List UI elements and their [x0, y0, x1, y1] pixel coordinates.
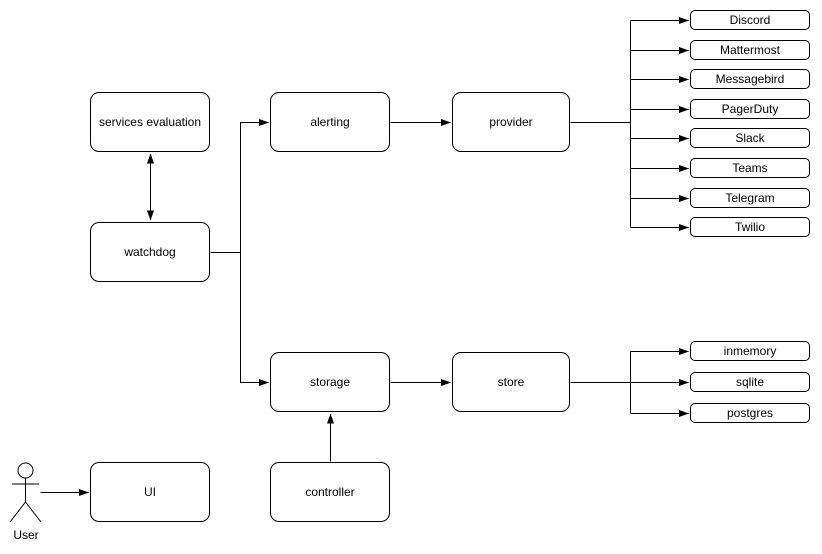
- node-store-postgres: postgres: [690, 403, 810, 423]
- node-provider-pagerduty: PagerDuty: [690, 99, 810, 119]
- node-provider-teams: Teams: [690, 158, 810, 178]
- node-provider-slack: Slack: [690, 128, 810, 148]
- leaf-label: Twilio: [734, 220, 765, 234]
- node-label: storage: [309, 374, 351, 389]
- leaf-label: Slack: [735, 131, 765, 145]
- leaf-label: Discord: [729, 13, 771, 27]
- leaf-label: Mattermost: [719, 43, 780, 57]
- node-provider-twilio: Twilio: [690, 217, 810, 237]
- node-ui: UI: [90, 462, 210, 522]
- node-label: watchdog: [124, 244, 176, 259]
- leaf-label: PagerDuty: [721, 102, 779, 116]
- node-alerting: alerting: [270, 92, 390, 152]
- node-provider-telegram: Telegram: [690, 188, 810, 208]
- leaf-label: postgres: [726, 406, 774, 420]
- node-label: store: [497, 374, 525, 389]
- connector-store-trunk: [570, 351, 631, 414]
- node-provider: provider: [452, 92, 570, 152]
- leaf-label: Messagebird: [715, 72, 785, 86]
- leaf-label: Telegram: [725, 191, 775, 205]
- leaf-label: sqlite: [735, 375, 764, 389]
- leaf-label: Teams: [732, 161, 768, 175]
- node-provider-messagebird: Messagebird: [690, 69, 810, 89]
- node-label: provider: [489, 114, 533, 129]
- node-label: controller: [305, 484, 355, 499]
- node-store: store: [452, 352, 570, 412]
- node-label: UI: [144, 484, 156, 499]
- node-controller: controller: [270, 462, 390, 522]
- node-storage: storage: [270, 352, 390, 412]
- node-label: services evaluation: [98, 114, 202, 129]
- node-watchdog: watchdog: [90, 222, 210, 282]
- actor-label: User: [13, 528, 39, 542]
- node-store-sqlite: sqlite: [690, 372, 810, 392]
- connector-watchdog-storage: [240, 252, 269, 386]
- user-actor-icon: [9, 462, 42, 523]
- node-label: alerting: [310, 114, 350, 129]
- node-store-inmemory: inmemory: [690, 341, 810, 361]
- leaf-label: inmemory: [723, 344, 777, 358]
- node-provider-discord: Discord: [690, 10, 810, 30]
- node-provider-mattermost: Mattermost: [690, 40, 810, 60]
- node-services-evaluation: services evaluation: [90, 92, 210, 152]
- connector-watchdog-alerting: [240, 119, 269, 253]
- connector-provider-trunk: [570, 20, 631, 228]
